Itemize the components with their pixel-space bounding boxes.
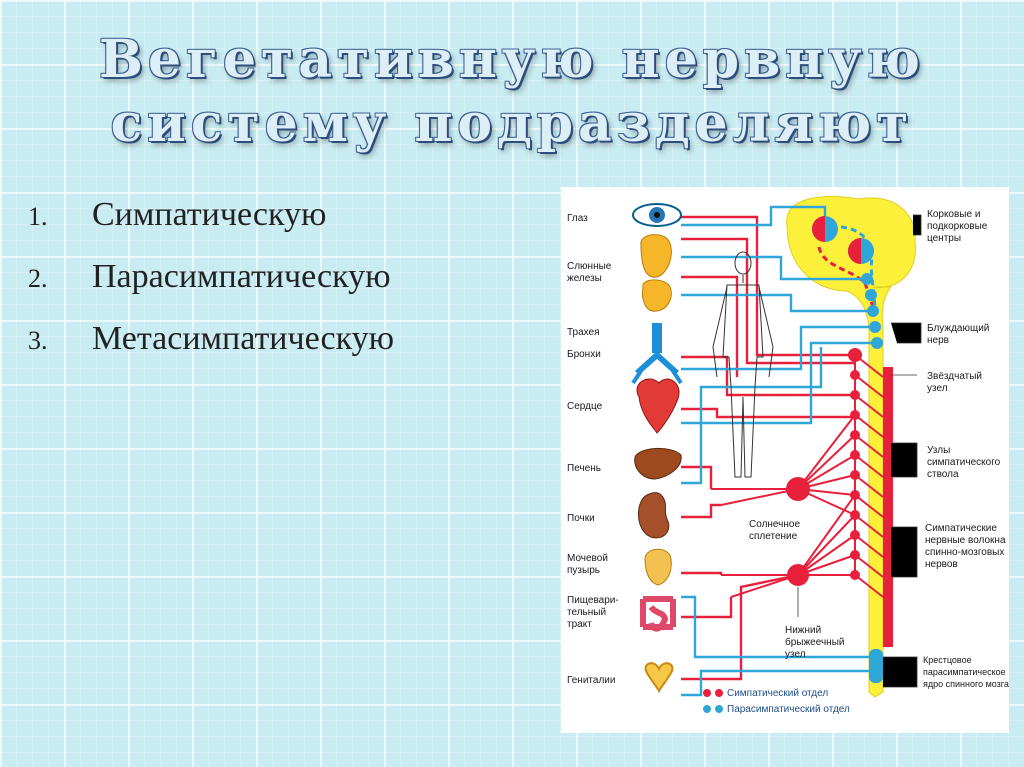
list-text: Парасимпатическую <box>92 258 391 295</box>
slide-title: Вегетативную нервную систему подразделяю… <box>0 28 1024 156</box>
sympathetic-fibers <box>681 215 855 681</box>
title-line-2: систему подразделяют <box>110 93 914 154</box>
trachea-bronchi-icon <box>631 323 683 385</box>
brain-shape <box>786 196 916 698</box>
label-trachea: Трахея <box>567 327 600 338</box>
heart-icon <box>636 378 680 434</box>
label-solar-2: сплетение <box>749 531 798 542</box>
label-leaders <box>883 214 922 688</box>
genitals-icon <box>644 662 674 694</box>
eye-icon <box>632 203 682 227</box>
legend-parasympathetic-swatch <box>703 705 711 713</box>
label-fibers-1: Симпатические <box>925 523 997 534</box>
legend-sympathetic-swatch <box>703 689 711 697</box>
label-salivary-1: Слюнные <box>567 261 612 272</box>
salivary-gland-icon <box>640 234 672 312</box>
label-trunk-1: Узлы <box>927 445 950 456</box>
label-centers-3: центры <box>927 233 961 244</box>
label-solar-1: Солнечное <box>749 519 800 530</box>
label-centers-1: Корковые и <box>927 209 980 220</box>
label-bladder-2: пузырь <box>567 565 600 576</box>
label-heart: Сердце <box>567 401 603 412</box>
sympathetic-trunk <box>883 367 893 647</box>
label-sacral-2: парасимпатическое <box>923 667 1006 677</box>
label-bronchi: Бронхи <box>567 349 601 360</box>
list-text: Симпатическую <box>92 196 327 233</box>
label-sacral-3: ядро спинного мозга <box>923 679 1009 689</box>
label-trunk-3: ствола <box>927 469 959 480</box>
label-centers-2: подкорковые <box>927 221 988 232</box>
legend: Симпатический отдел Парасимпатический от… <box>703 688 850 715</box>
division-list: 1. Симпатическую 2. Парасимпатическую 3.… <box>28 196 394 382</box>
label-fibers-3: спинно-мозговых <box>925 547 1004 558</box>
label-trunk-2: симпатического <box>927 457 1001 468</box>
list-item: 2. Парасимпатическую <box>28 258 394 320</box>
diagram-svg: Глаз Слюнные железы Трахея Бронхи Сердце… <box>567 196 1009 715</box>
digestive-tract-icon <box>640 596 676 632</box>
label-digestive-2: тельный <box>567 607 606 618</box>
label-mesenteric-1: Нижний <box>785 625 821 636</box>
label-genitals: Гениталии <box>567 675 615 686</box>
bladder-icon <box>644 548 672 586</box>
list-number: 2. <box>28 264 48 293</box>
list-item: 1. Симпатическую <box>28 196 394 258</box>
legend-sympathetic-label: Симпатический отдел <box>727 688 828 699</box>
label-eye: Глаз <box>567 213 588 224</box>
label-digestive-1: Пищевари- <box>567 595 619 606</box>
cortical-center-1 <box>812 216 838 242</box>
body-outline <box>712 251 774 478</box>
label-vagus-1: Блуждающий <box>927 323 989 334</box>
label-stellate-2: узел <box>927 383 948 394</box>
label-vagus-2: нерв <box>927 335 949 346</box>
list-item: 3. Метасимпатическую <box>28 320 394 382</box>
list-text: Метасимпатическую <box>92 320 395 357</box>
label-bladder-1: Мочевой <box>567 553 608 564</box>
label-stellate-1: Звёздчатый <box>927 371 982 382</box>
nervous-system-diagram: Глаз Слюнные железы Трахея Бронхи Сердце… <box>561 187 1009 733</box>
solar-plexus <box>786 477 810 501</box>
label-mesenteric-2: брыжеечный <box>785 636 844 648</box>
parasympathetic-fibers <box>681 205 877 697</box>
label-sacral-1: Крестцовое <box>923 655 972 665</box>
liver-icon <box>634 448 682 480</box>
title-line-1: Вегетативную нервную <box>99 29 925 90</box>
label-fibers-2: нервные волокна <box>925 535 1006 546</box>
label-fibers-4: нервов <box>925 559 958 570</box>
list-number: 1. <box>28 202 48 231</box>
label-kidneys: Почки <box>567 513 595 524</box>
label-liver: Печень <box>567 463 601 474</box>
label-digestive-3: тракт <box>567 619 592 630</box>
kidney-icon <box>638 492 670 539</box>
sacral-nucleus <box>869 649 883 683</box>
label-salivary-2: железы <box>567 273 602 284</box>
label-mesenteric-3: узел <box>785 649 806 660</box>
legend-parasympathetic-label: Парасимпатический отдел <box>727 704 850 715</box>
list-number: 3. <box>28 326 48 355</box>
